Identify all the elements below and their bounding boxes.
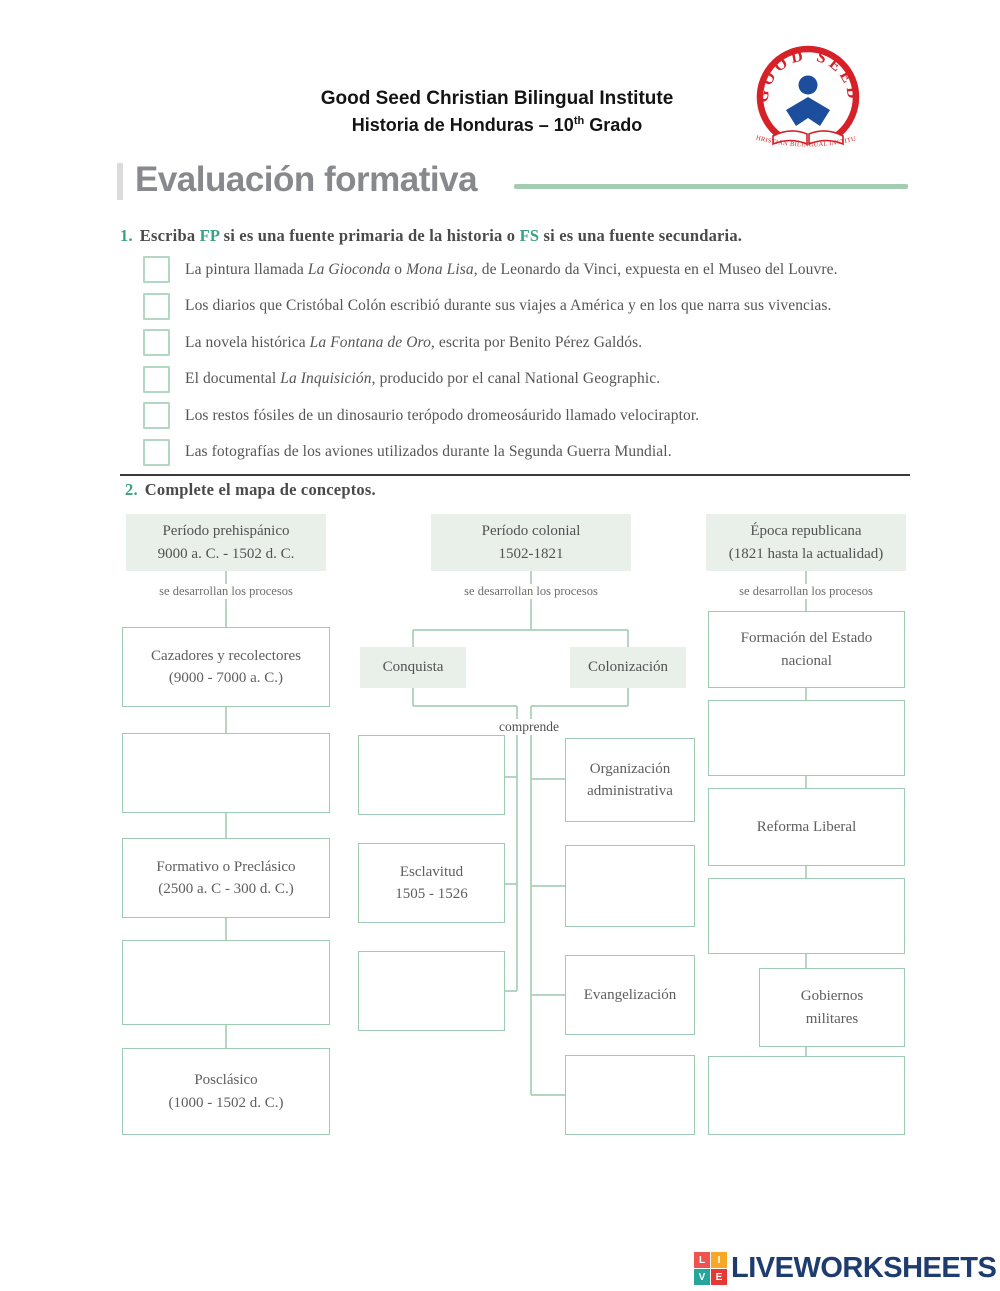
- concept-box-empty-answer[interactable]: [708, 700, 905, 776]
- logo-letter-cell: V: [694, 1269, 710, 1285]
- logo-letter-cell: I: [711, 1252, 727, 1268]
- answer-checkbox[interactable]: [143, 292, 170, 320]
- logo-letter-cell: E: [711, 1269, 727, 1285]
- concept-box-evangelizacion: Evangelización: [565, 955, 695, 1035]
- concept-box-empty-answer[interactable]: [565, 1055, 695, 1135]
- concept-box-cazadores: Cazadores y recolectores (9000 - 7000 a.…: [122, 627, 330, 707]
- item-text: Las fotografías de los aviones utilizado…: [185, 443, 672, 461]
- page-title: Evaluación formativa: [135, 160, 478, 199]
- concept-box-gobiernos: Gobiernos militares: [759, 968, 905, 1047]
- checklist: La pintura llamada La Gioconda o Mona Li…: [143, 256, 838, 475]
- concept-box-empty-answer[interactable]: [565, 845, 695, 927]
- item-text: La novela histórica La Fontana de Oro, e…: [185, 334, 642, 352]
- text-segment: FS: [519, 226, 540, 245]
- period-box-republicana: Época republicana (1821 hasta la actuali…: [706, 514, 906, 571]
- question2-text: Complete el mapa de conceptos.: [144, 480, 376, 499]
- period-box-prehispanico: Período prehispánico 9000 a. C. - 1502 d…: [126, 514, 326, 571]
- answer-checkbox[interactable]: [143, 438, 170, 466]
- concept-box-empty-answer[interactable]: [708, 1056, 905, 1135]
- text-segment: Los diarios que Cristóbal Colón escribió…: [185, 297, 832, 314]
- course-title-text: Historia de Honduras – 10: [351, 115, 574, 135]
- checklist-item: Los restos fósiles de un dinosaurio teró…: [143, 402, 838, 429]
- checklist-item: La pintura llamada La Gioconda o Mona Li…: [143, 256, 838, 283]
- answer-checkbox[interactable]: [143, 329, 170, 356]
- text-segment: , producido por el canal National Geogra…: [371, 370, 661, 387]
- question2-number: 2.: [125, 480, 138, 499]
- text-segment: El documental: [185, 370, 281, 387]
- concept-box-empty-answer[interactable]: [358, 951, 505, 1031]
- answer-checkbox[interactable]: [143, 256, 170, 283]
- section-divider: [120, 474, 910, 476]
- period-box-colonial: Período colonial 1502-1821: [431, 514, 631, 571]
- text-segment: Los restos fósiles de un dinosaurio teró…: [185, 406, 700, 424]
- question1-number: 1.: [120, 226, 133, 245]
- concept-box-empty-answer[interactable]: [122, 733, 330, 813]
- concept-box-formativo: Formativo o Preclásico (2500 a. C - 300 …: [122, 838, 330, 918]
- concept-box-conquista: Conquista: [360, 647, 466, 688]
- question2-instruction: 2. Complete el mapa de conceptos.: [125, 480, 376, 500]
- text-segment: La Fontana de Oro: [309, 333, 431, 351]
- checklist-item: Las fotografías de los aviones utilizado…: [143, 438, 838, 466]
- logo-ring: [756, 45, 860, 142]
- question1-instruction: 1. Escriba FP si es una fuente primaria d…: [120, 226, 742, 246]
- course-title-ordinal: th: [573, 115, 585, 127]
- answer-checkbox[interactable]: [143, 365, 170, 393]
- text-segment: si es una fuente secundaria.: [539, 226, 743, 245]
- course-title: Historia de Honduras – 10th Grado: [247, 115, 747, 136]
- concept-box-empty-answer[interactable]: [122, 940, 330, 1025]
- school-name: Good Seed Christian Bilingual Institute: [320, 88, 674, 109]
- text-segment: o: [390, 260, 407, 278]
- item-text: La pintura llamada La Gioconda o Mona Li…: [185, 261, 838, 279]
- logo-person-body: [786, 97, 830, 126]
- item-text: Los diarios que Cristóbal Colón escribió…: [185, 297, 832, 315]
- good-seed-logo: GOOD SEED CHRISTIAN BILINGUAL INSTITUTE: [733, 40, 860, 149]
- text-segment: , escrita por Benito Pérez Galdós.: [430, 333, 643, 351]
- text-segment: si es una fuente primaria de la historia…: [219, 226, 520, 245]
- checklist-item: La novela histórica La Fontana de Oro, e…: [143, 329, 838, 356]
- question1-text: Escriba FP si es una fuente primaria de …: [140, 226, 742, 245]
- logo-book-left: [772, 130, 808, 146]
- concept-box-colonizacion: Colonización: [570, 647, 686, 688]
- concept-box-formacion: Formación del Estado nacional: [708, 611, 905, 688]
- concept-box-esclavitud: Esclavitud 1505 - 1526: [358, 843, 505, 923]
- checklist-item: Los diarios que Cristóbal Colón escribió…: [143, 292, 838, 320]
- text-segment: FP: [199, 226, 220, 245]
- school-header: Good Seed Christian Bilingual Institute …: [247, 88, 747, 136]
- concept-box-empty-answer[interactable]: [708, 878, 905, 954]
- text-segment: Las fotografías de los aviones utilizado…: [185, 443, 672, 460]
- item-text: Los restos fósiles de un dinosaurio teró…: [185, 407, 699, 425]
- item-text: El documental La Inquisición, producido …: [185, 370, 660, 388]
- concept-box-reforma: Reforma Liberal: [708, 788, 905, 866]
- relation-label-middle: se desarrollan los procesos: [459, 584, 603, 599]
- concept-box-posclasico: Posclásico (1000 - 1502 d. C.): [122, 1048, 330, 1135]
- course-title-suffix: Grado: [584, 115, 643, 135]
- logo-book-right: [808, 130, 844, 146]
- concept-box-empty-answer[interactable]: [358, 735, 505, 815]
- checklist-item: El documental La Inquisición, producido …: [143, 365, 838, 393]
- concept-box-organizacion: Organización administrativa: [565, 738, 695, 822]
- answer-checkbox[interactable]: [143, 402, 170, 429]
- comprende-label: comprende: [494, 719, 564, 735]
- logo-letter-cell: L: [694, 1252, 710, 1268]
- text-segment: La Inquisición: [280, 370, 372, 387]
- title-accent-bar: [117, 163, 123, 200]
- text-segment: La pintura llamada: [185, 260, 308, 278]
- relation-label-right: se desarrollan los procesos: [734, 584, 878, 599]
- liveworksheets-wordmark: LIVEWORKSHEETS: [731, 1252, 997, 1284]
- title-rule: [514, 184, 908, 189]
- text-segment: , de Leonardo da Vinci, expuesta en el M…: [473, 260, 838, 278]
- text-segment: Escriba: [139, 226, 200, 245]
- logo-person-head: [798, 75, 818, 95]
- text-segment: La novela histórica: [185, 333, 310, 351]
- text-segment: Mona Lisa: [406, 260, 474, 278]
- relation-label-left: se desarrollan los procesos: [154, 584, 298, 599]
- text-segment: La Gioconda: [307, 260, 391, 278]
